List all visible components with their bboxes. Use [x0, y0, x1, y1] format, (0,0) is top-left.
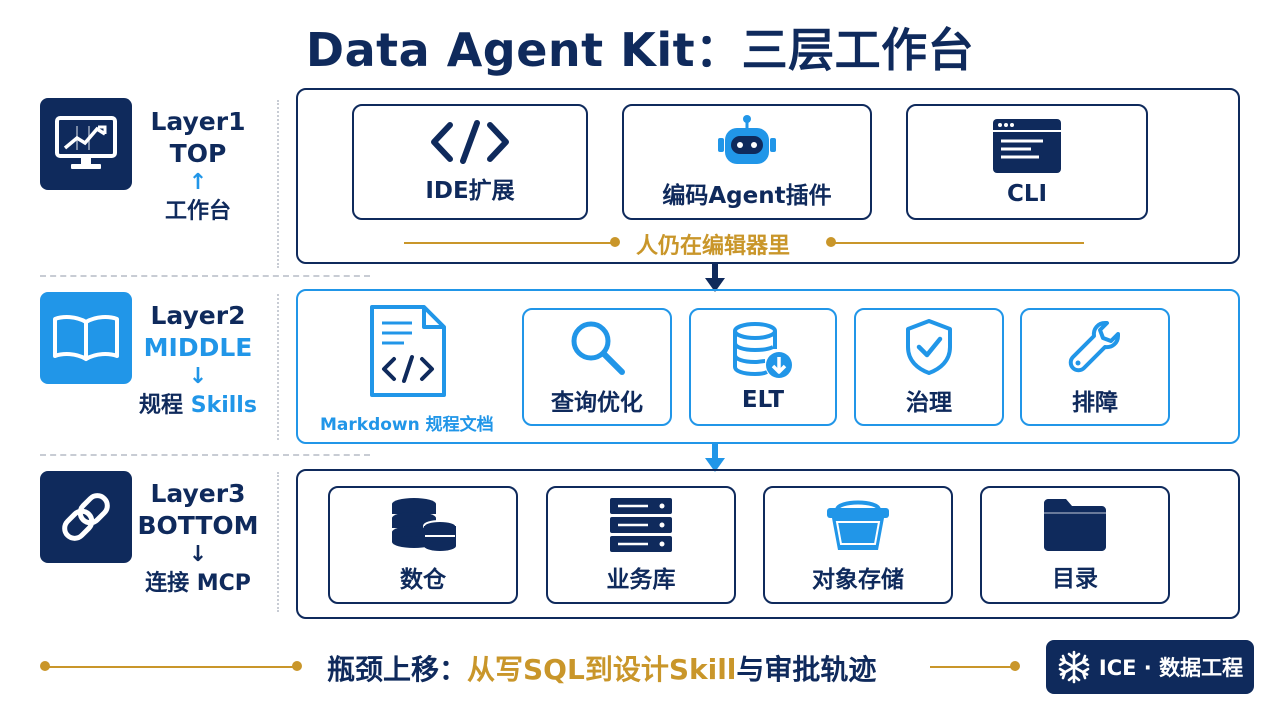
coding-agent-plugin-card[interactable]: 编码Agent插件 [622, 104, 872, 220]
arrow-down-icon [705, 444, 725, 472]
divider [40, 275, 370, 277]
divider [277, 294, 279, 440]
markdown-doc-label: Markdown 规程文档 [320, 415, 494, 435]
layer3-container [296, 469, 1240, 619]
card-label: 数仓 [400, 567, 446, 593]
divider [277, 100, 279, 268]
layer2-level: MIDDLE [143, 333, 253, 362]
layer1-level: TOP [169, 139, 227, 168]
catalog-card[interactable]: 目录 [980, 486, 1170, 604]
gold-line [48, 666, 294, 668]
gold-dot [40, 661, 50, 671]
layer2-name: Layer2 [150, 301, 246, 330]
card-label: 编码Agent插件 [662, 183, 832, 209]
card-label: 排障 [1072, 390, 1118, 416]
ide-extension-card[interactable]: IDE扩展 [352, 104, 588, 220]
divider [277, 472, 279, 612]
divider [40, 454, 370, 456]
card-label: 对象存储 [812, 567, 904, 593]
card-label: CLI [1006, 181, 1048, 207]
card-label: IDE扩展 [425, 178, 515, 204]
brand-badge: ICE · 数据工程 [1046, 640, 1254, 694]
layer1-container [296, 88, 1240, 264]
gold-dot [1010, 661, 1020, 671]
layer3-level: BOTTOM [137, 511, 259, 540]
gold-line [930, 666, 1012, 668]
card-label: ELT [741, 387, 785, 413]
object-storage-card[interactable]: 对象存储 [763, 486, 953, 604]
layer3-role: 连接 MCP [145, 571, 251, 596]
gold-line [834, 242, 1084, 244]
page-title: Data Agent Kit：三层工作台 [305, 23, 975, 77]
gold-dot [826, 237, 836, 247]
brand-text: ICE · 数据工程 [1098, 656, 1244, 680]
monitor-chart-icon [40, 98, 132, 190]
gold-dot [292, 661, 302, 671]
layer3-label: Layer3 BOTTOM ↓ 连接 MCP [134, 478, 262, 600]
chain-link-icon [40, 471, 132, 563]
layer3-name: Layer3 [150, 479, 246, 508]
top-note: 人仍在编辑器里 [636, 234, 791, 259]
layer2-role: 规程 Skills [139, 393, 257, 418]
terminal-icon [993, 119, 1061, 173]
gold-line [404, 242, 614, 244]
database-stack-icon [392, 498, 457, 551]
gold-dot [610, 237, 620, 247]
robot-icon [718, 115, 776, 164]
layer2-container [296, 289, 1240, 444]
snowflake-icon [1058, 650, 1090, 684]
troubleshooting-card[interactable]: 排障 [1020, 308, 1170, 426]
wrench-icon [1068, 321, 1120, 373]
layer2-label: Layer2 MIDDLE ↓ 规程 Skills [134, 300, 262, 422]
data-warehouse-card[interactable]: 数仓 [328, 486, 518, 604]
card-label: 查询优化 [551, 390, 643, 416]
footer-text: 瓶颈上移：从写SQL到设计Skill与审批轨迹 [327, 653, 877, 686]
layer2-arrow: ↓ [188, 364, 208, 389]
elt-card[interactable]: ELT [689, 308, 837, 426]
card-label: 业务库 [606, 567, 676, 593]
card-label: 目录 [1052, 566, 1098, 592]
shield-check-icon [906, 319, 952, 375]
arrow-down-icon [705, 264, 725, 292]
layer1-role: 工作台 [164, 199, 231, 224]
cli-card[interactable]: CLI [906, 104, 1148, 220]
card-label: 治理 [906, 390, 952, 416]
governance-card[interactable]: 治理 [854, 308, 1004, 426]
markdown-document-icon [370, 305, 446, 397]
query-optimization-card[interactable]: 查询优化 [522, 308, 672, 426]
magnifier-icon [571, 321, 625, 375]
code-icon [431, 120, 509, 164]
database-download-icon [733, 322, 792, 378]
open-book-icon [40, 292, 132, 384]
layer1-arrow: ↑ [188, 170, 208, 195]
folder-icon [1044, 499, 1106, 551]
server-rack-icon [610, 498, 672, 552]
business-db-card[interactable]: 业务库 [546, 486, 736, 604]
layer3-arrow: ↓ [188, 542, 208, 567]
layer1-label: Layer1 TOP ↑ 工作台 [134, 106, 262, 228]
layer1-name: Layer1 [150, 107, 246, 136]
bucket-icon [827, 500, 889, 550]
